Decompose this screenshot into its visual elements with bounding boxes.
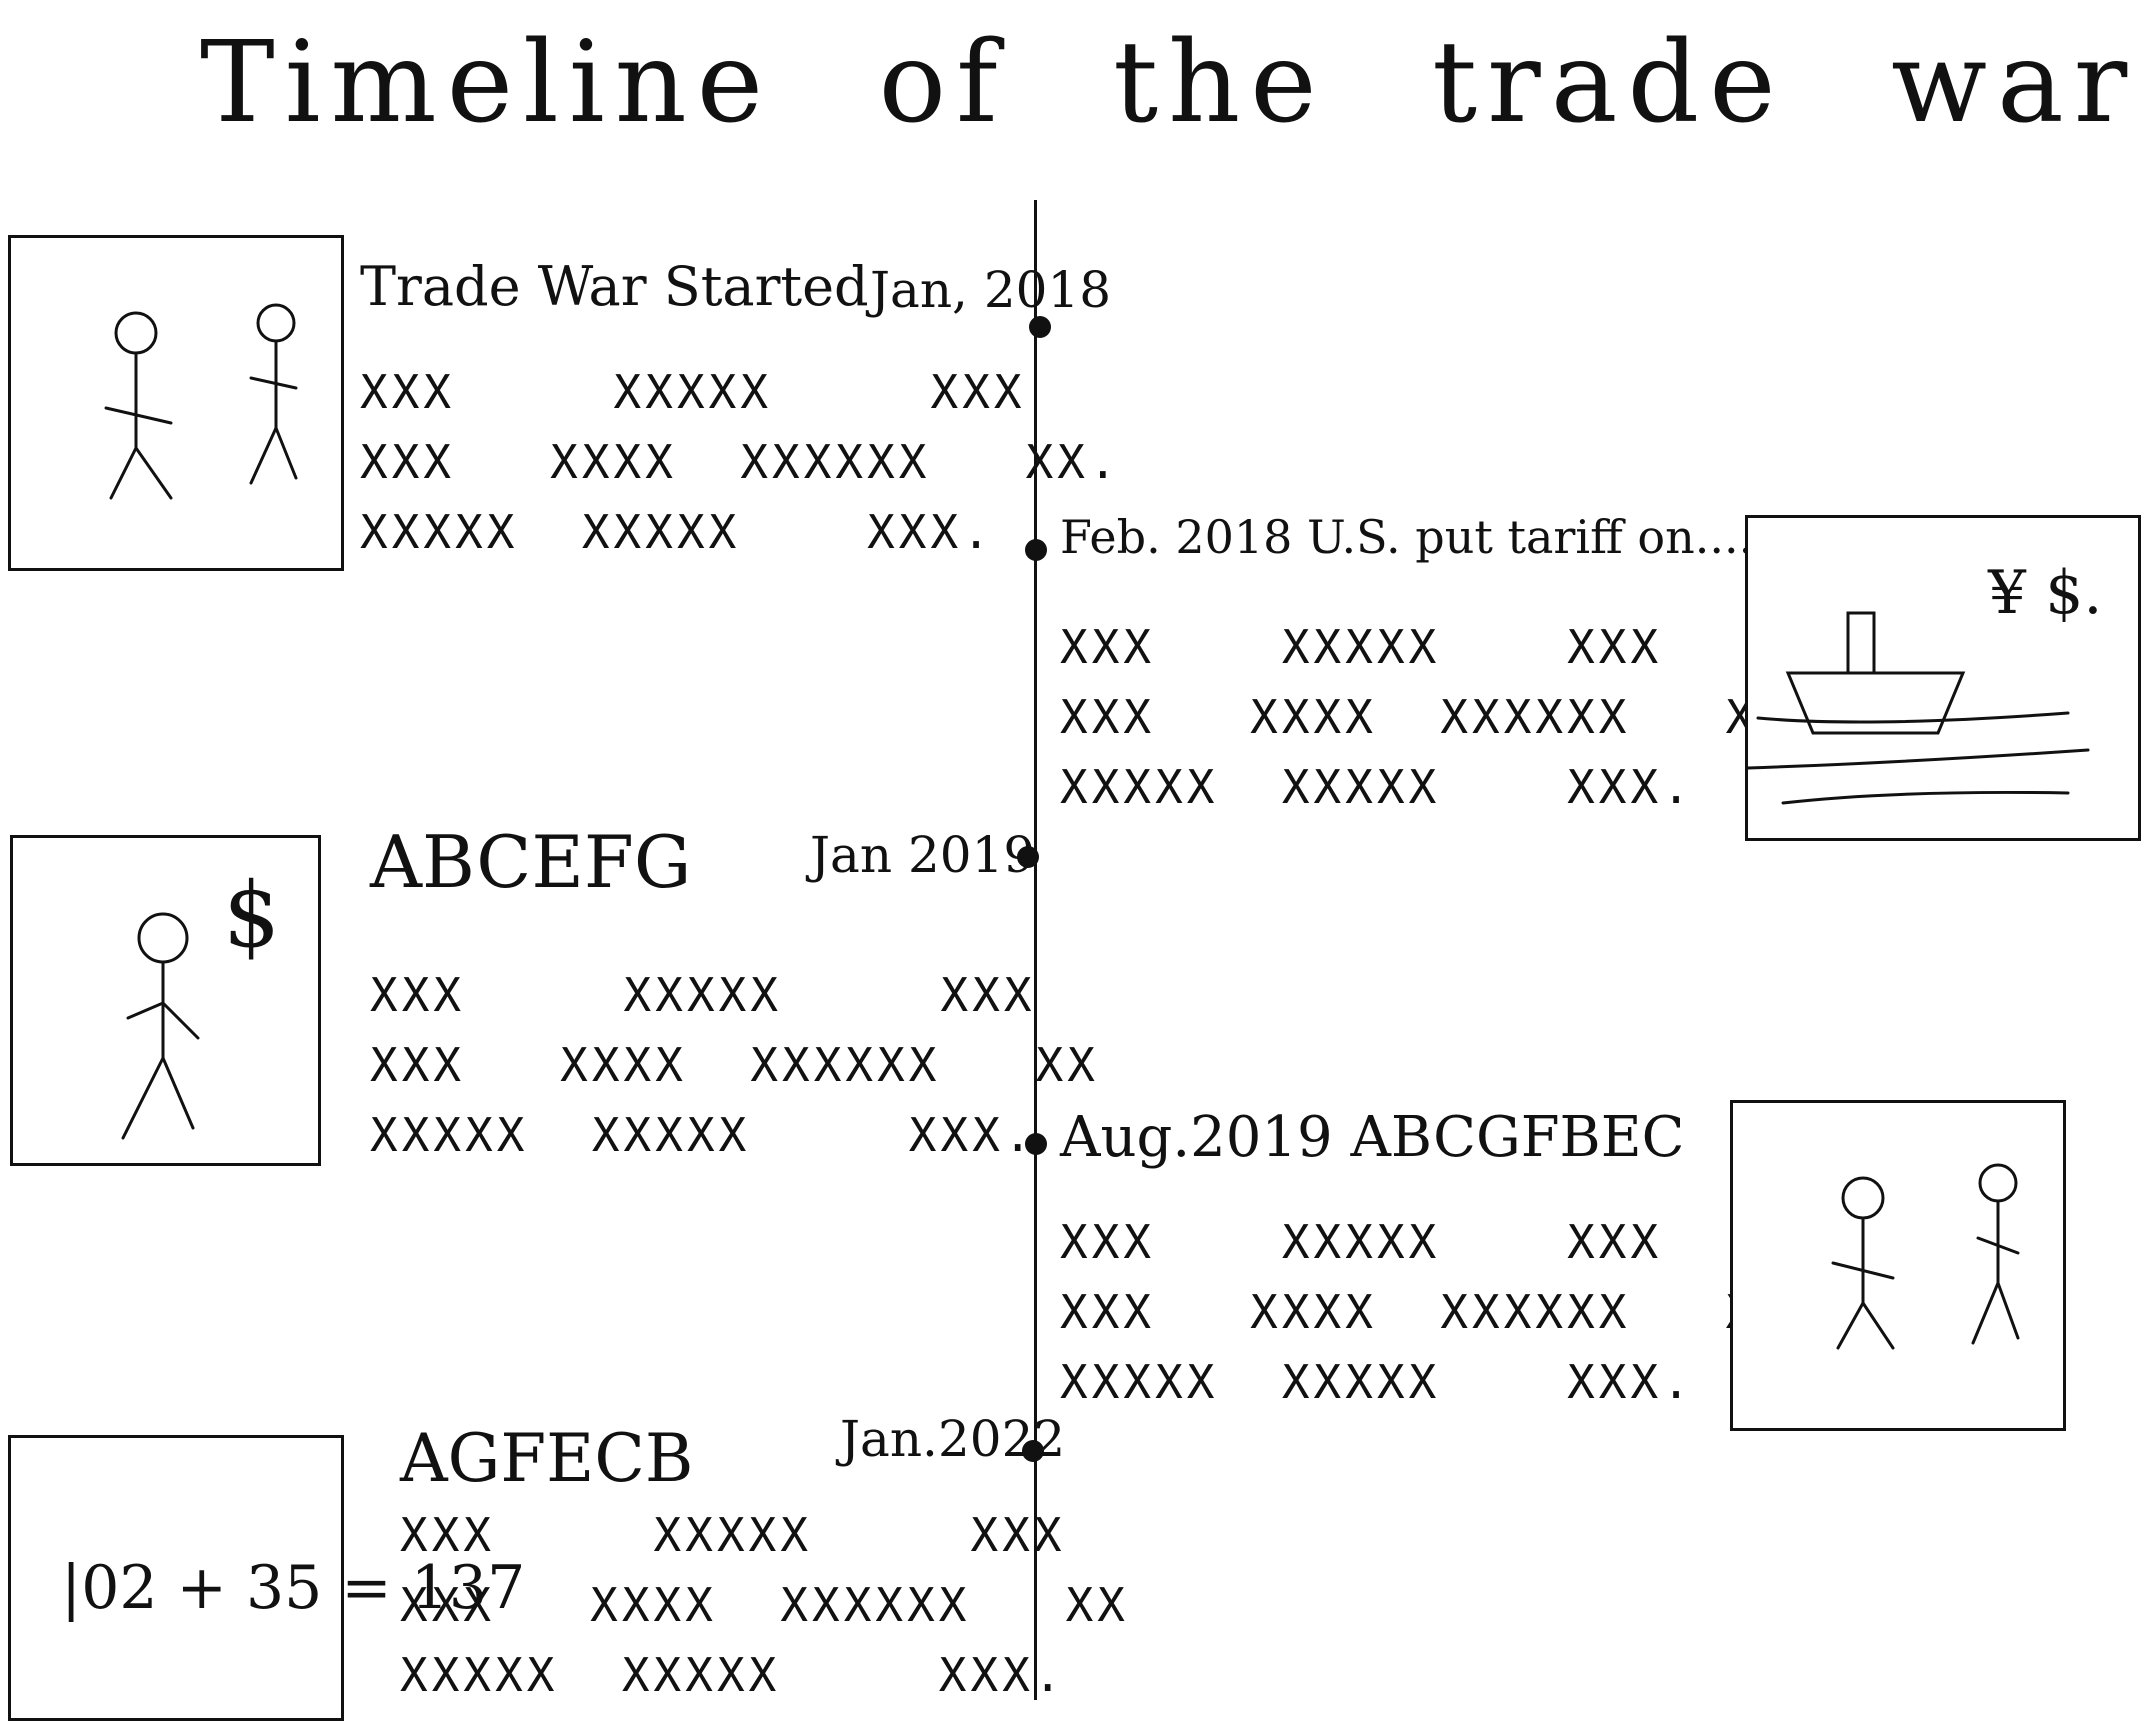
timeline-dot-5 <box>1022 1440 1044 1462</box>
event-text-line: XXX XXXX XXXXXX XX. <box>1060 690 1821 744</box>
timeline-dot-4 <box>1025 1133 1047 1155</box>
dollar-symbol: $ <box>223 863 281 968</box>
timeline-dot-1 <box>1029 316 1051 338</box>
event-body: XXX XXXXX XXX XXX XXXX XXXXXX XX XXXXX X… <box>1060 1207 1789 1417</box>
illustration-frame-3: $ <box>10 835 321 1166</box>
stick-figure-icon <box>121 912 200 1140</box>
event-date: Jan.2022 <box>840 1410 1066 1468</box>
two-stick-figures-icon <box>1831 1163 2020 1350</box>
event-header: AGFECB Jan.2022 <box>400 1410 1065 1500</box>
event-text-line: XXX XXXXX XXX <box>1060 1215 1663 1269</box>
event-text-line: XXX XXXXX XXX <box>370 968 1036 1022</box>
timeline-dot-3 <box>1017 846 1039 868</box>
event-text-line: XXX XXXX XXXXXX XX <box>400 1578 1129 1632</box>
event-text-line: XXXXX XXXXX XXX. <box>370 1108 1036 1162</box>
currency-symbols: ¥ $. <box>1988 558 2103 628</box>
two-stick-figures-icon <box>104 303 298 500</box>
event-body: XXX XXXXX XXX XXX XXXX XXXXXX XX XXXXX X… <box>400 1500 1129 1710</box>
illustration-frame-4 <box>1730 1100 2066 1431</box>
event-title: ABCEFG <box>370 820 692 904</box>
event-body: XXX XXXXX XXX XXX XXXX XXXXXX XX. XXXXX … <box>360 357 1121 567</box>
timeline-axis <box>1034 200 1037 1700</box>
event-text-line: XXX XXXXX XXX <box>360 365 1026 419</box>
timeline-event-4: Aug.2019 ABCGFBEC XXX XXXXX XXX XXX XXXX… <box>1060 1105 1789 1417</box>
illustration-frame-2: ¥ $. <box>1745 515 2141 841</box>
event-header: ABCEFG Jan 2019 <box>370 820 1035 904</box>
event-text-line: XXXXX XXXXX XXX. <box>400 1648 1066 1702</box>
event-header: Aug.2019 ABCGFBEC <box>1060 1105 1740 1185</box>
page-title: Timeline of the trade war <box>200 18 2138 148</box>
event-text-line: XXX XXXX XXXXXX XX <box>370 1038 1099 1092</box>
event-header: Feb. 2018 U.S. put tariff on.... <box>1060 510 1753 590</box>
illustration-frame-5: |02 + 35 = 137 <box>8 1435 525 1721</box>
event-date: Jan, 2018 <box>870 261 1112 319</box>
event-text-line: XXX XXXXX XXX <box>1060 620 1663 674</box>
event-body: XXX XXXXX XXX XXX XXXX XXXXXX XX. XXXXX … <box>1060 612 1821 822</box>
timeline-event-2: Feb. 2018 U.S. put tariff on.... XXX XXX… <box>1060 510 1821 822</box>
timeline-dot-2 <box>1025 539 1047 561</box>
event-header: Trade War Started Jan, 2018 <box>360 255 1111 335</box>
event-body: XXX XXXXX XXX XXX XXXX XXXXXX XX XXXXX X… <box>370 960 1099 1170</box>
formula-text: |02 + 35 = 137 <box>61 1553 526 1623</box>
event-text-line: XXX XXXX XXXXXX XX. <box>360 435 1121 489</box>
event-text-line: XXX XXXXX XXX <box>400 1508 1066 1562</box>
event-title: Feb. 2018 U.S. put tariff on.... <box>1060 510 1754 564</box>
event-title: AGFECB <box>400 1420 694 1497</box>
illustration-frame-1 <box>8 235 344 571</box>
timeline-event-5: AGFECB Jan.2022 XXX XXXXX XXX XXX XXXX X… <box>400 1410 1129 1710</box>
event-text-line: XXXXX XXXXX XXX. <box>1060 760 1694 814</box>
timeline-event-1: Trade War Started Jan, 2018 XXX XXXXX XX… <box>360 255 1121 567</box>
event-text-line: XXX XXXX XXXXXX XX <box>1060 1285 1789 1339</box>
event-text-line: XXXXX XXXXX XXX. <box>360 505 994 559</box>
ship-icon <box>1748 611 2090 805</box>
event-title: Trade War Started <box>360 255 869 318</box>
event-text-line: XXXXX XXXXX XXX. <box>1060 1355 1694 1409</box>
event-title: Aug.2019 ABCGFBEC <box>1060 1105 1685 1170</box>
timeline-event-3: ABCEFG Jan 2019 XXX XXXXX XXX XXX XXXX X… <box>370 820 1099 1170</box>
event-date: Jan 2019 <box>810 826 1036 884</box>
